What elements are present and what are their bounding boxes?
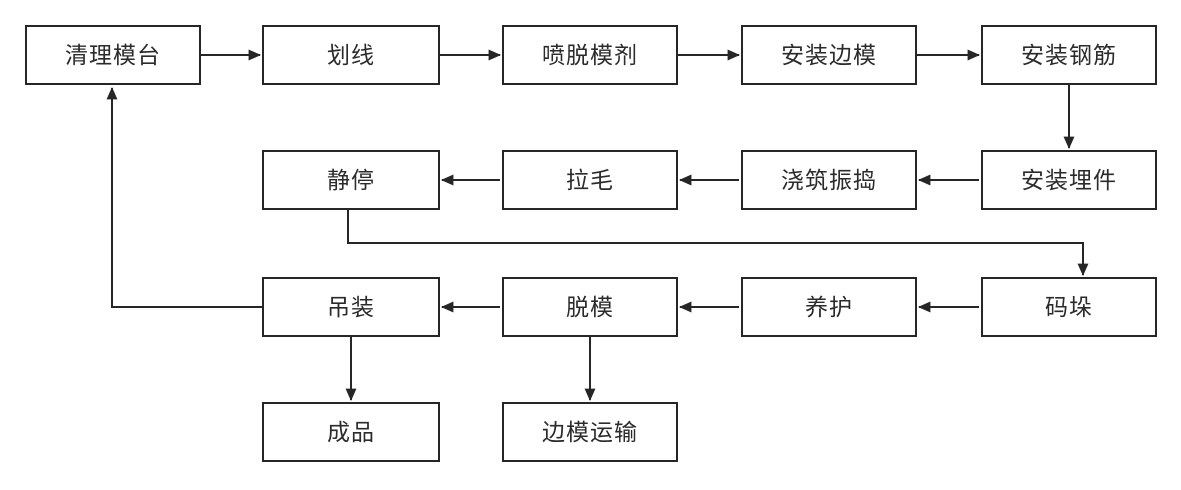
node-hoisting[interactable]: 吊装 [262, 277, 440, 337]
node-curing[interactable]: 养护 [741, 277, 917, 337]
node-label: 安装埋件 [1021, 166, 1117, 193]
node-clean-platform[interactable]: 清理模台 [25, 25, 201, 85]
node-finished-product[interactable]: 成品 [262, 402, 440, 462]
node-label: 成品 [327, 418, 375, 445]
node-label: 浇筑振捣 [781, 166, 877, 193]
node-install-embedded-parts[interactable]: 安装埋件 [981, 150, 1157, 210]
node-label: 安装钢筋 [1021, 41, 1117, 68]
node-label: 养护 [805, 293, 853, 320]
node-stacking[interactable]: 码垛 [981, 277, 1157, 337]
node-label: 边模运输 [542, 418, 638, 445]
node-pour-and-vibrate[interactable]: 浇筑振捣 [741, 150, 917, 210]
node-spray-release-agent[interactable]: 喷脱模剂 [502, 25, 678, 85]
node-label: 码垛 [1045, 293, 1093, 320]
node-label: 清理模台 [65, 41, 161, 68]
node-label: 脱模 [566, 293, 614, 320]
node-label: 静停 [327, 166, 375, 193]
edge-hoisting-to-clean [106, 87, 262, 308]
node-label: 划线 [327, 41, 375, 68]
node-label: 喷脱模剂 [542, 41, 638, 68]
node-label: 拉毛 [566, 166, 614, 193]
edge-rest-to-stacking [347, 210, 1089, 276]
node-roughening[interactable]: 拉毛 [502, 150, 678, 210]
node-demolding[interactable]: 脱模 [502, 277, 678, 337]
node-marking[interactable]: 划线 [262, 25, 440, 85]
node-label: 吊装 [327, 293, 375, 320]
node-install-rebar[interactable]: 安装钢筋 [981, 25, 1157, 85]
node-side-mold-transport[interactable]: 边模运输 [502, 402, 678, 462]
node-install-side-mold[interactable]: 安装边模 [741, 25, 917, 85]
node-resting[interactable]: 静停 [262, 150, 440, 210]
node-label: 安装边模 [781, 41, 877, 68]
